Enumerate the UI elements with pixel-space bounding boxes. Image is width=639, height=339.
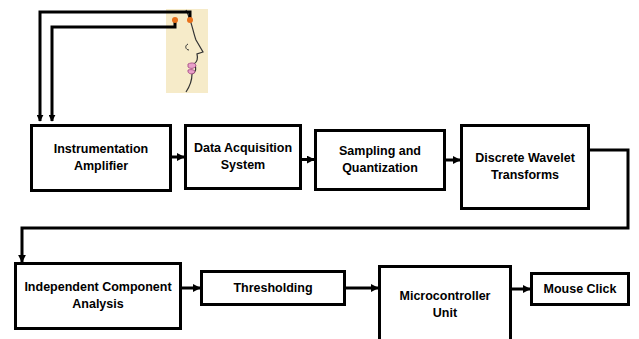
face-background: [166, 9, 208, 93]
flow-arrow: [172, 156, 184, 159]
box-label: Microcontroller Unit: [387, 288, 503, 322]
electrode-wire: [52, 21, 175, 121]
box-label: Discrete Wavelet Transforms: [469, 150, 581, 184]
eye: [186, 44, 189, 50]
box-label: Sampling and Quantization: [323, 143, 437, 177]
electrode-wire: [40, 12, 190, 121]
mouse-click-box: Mouse Click: [530, 272, 630, 306]
amplifier-box: Instrumentation Amplifier: [30, 124, 172, 192]
box-label: Independent Component Analysis: [23, 279, 173, 313]
microcontroller-box: Microcontroller Unit: [378, 265, 512, 339]
acquisition-box: Data Acquisition System: [184, 124, 302, 190]
flow-arrow: [446, 159, 460, 162]
electrode: [187, 17, 193, 23]
box-label: Data Acquisition System: [193, 140, 293, 174]
box-label: Thresholding: [233, 280, 312, 297]
ica-box: Independent Component Analysis: [14, 262, 182, 330]
electrode: [172, 17, 178, 23]
box-label: Mouse Click: [544, 281, 617, 298]
flow-arrow: [512, 288, 530, 291]
lips: [188, 63, 196, 74]
flow-arrow: [302, 158, 314, 161]
box-label: Instrumentation Amplifier: [39, 141, 163, 175]
flow-arrow: [182, 287, 200, 290]
flow-arrow: [346, 287, 378, 290]
threshold-box: Thresholding: [200, 270, 346, 306]
wavelet-box: Discrete Wavelet Transforms: [460, 124, 590, 210]
sampling-box: Sampling and Quantization: [314, 129, 446, 191]
face-profile: [186, 10, 203, 92]
